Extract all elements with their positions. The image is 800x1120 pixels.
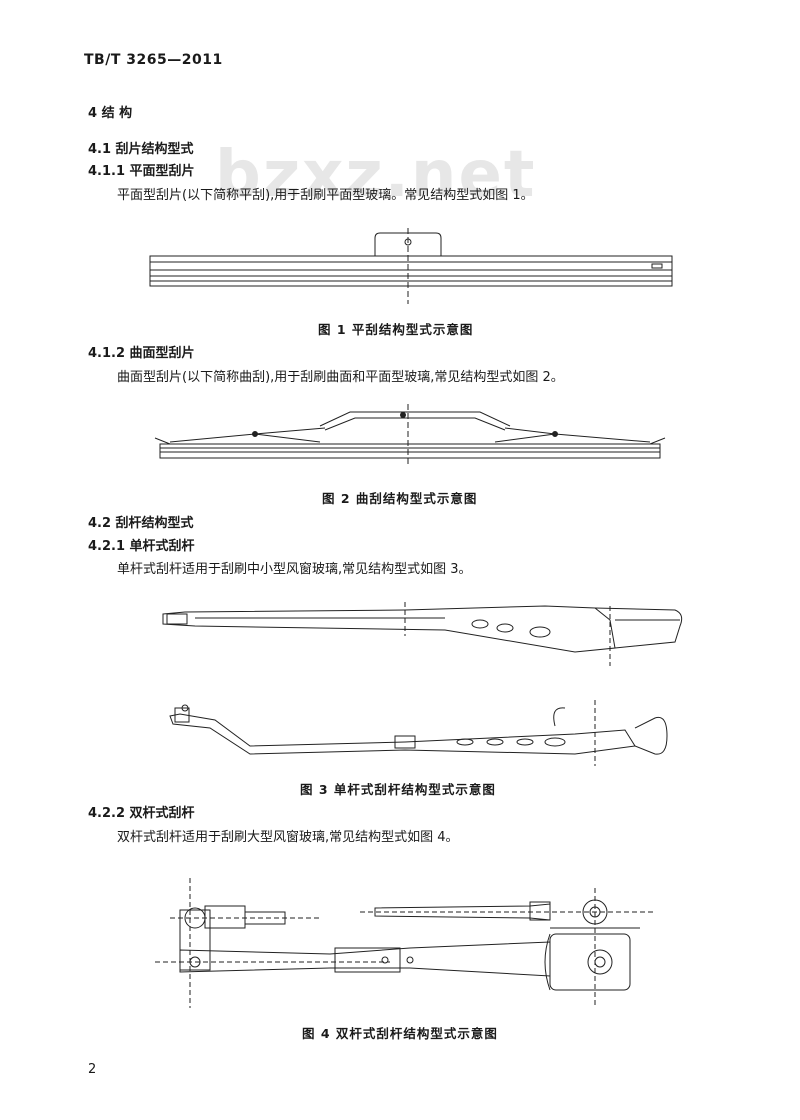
- figure-4-double-arm-diagram: [150, 868, 670, 1018]
- section-4-2-2-heading: 4.2.2 双杆式刮杆: [88, 806, 195, 821]
- figure-1-flat-blade-diagram: [140, 228, 680, 308]
- section-4-1-heading: 4.1 刮片结构型式: [88, 142, 194, 157]
- paragraph-4-2-1: 单杆式刮杆适用于刮刷中小型风窗玻璃,常见结构型式如图 3。: [117, 562, 472, 577]
- paragraph-4-2-2: 双杆式刮杆适用于刮刷大型风窗玻璃,常见结构型式如图 4。: [117, 830, 459, 845]
- figure-1-caption: 图 1 平刮结构型式示意图: [318, 322, 474, 337]
- figure-3-caption: 图 3 单杆式刮杆结构型式示意图: [300, 782, 496, 797]
- figure-4-caption: 图 4 双杆式刮杆结构型式示意图: [302, 1026, 498, 1041]
- paragraph-4-1-1: 平面型刮片(以下简称平刮),用于刮刷平面型玻璃。常见结构型式如图 1。: [117, 188, 534, 203]
- section-4-2-1-heading: 4.2.1 单杆式刮杆: [88, 539, 195, 554]
- section-4-1-1-heading: 4.1.1 平面型刮片: [88, 164, 195, 179]
- watermark: bzxz.net: [215, 138, 537, 212]
- section-4-2-heading: 4.2 刮杆结构型式: [88, 516, 194, 531]
- section-4-1-2-heading: 4.1.2 曲面型刮片: [88, 346, 195, 361]
- figure-3-single-arm-diagram: [155, 596, 695, 771]
- standard-code-header: TB/T 3265—2011: [84, 52, 223, 68]
- figure-2-curved-blade-diagram: [150, 398, 670, 468]
- section-4-heading: 4 结 构: [88, 106, 133, 121]
- figure-2-caption: 图 2 曲刮结构型式示意图: [322, 491, 478, 506]
- paragraph-4-1-2: 曲面型刮片(以下简称曲刮),用于刮刷曲面和平面型玻璃,常见结构型式如图 2。: [117, 370, 564, 385]
- page-number: 2: [88, 1062, 97, 1077]
